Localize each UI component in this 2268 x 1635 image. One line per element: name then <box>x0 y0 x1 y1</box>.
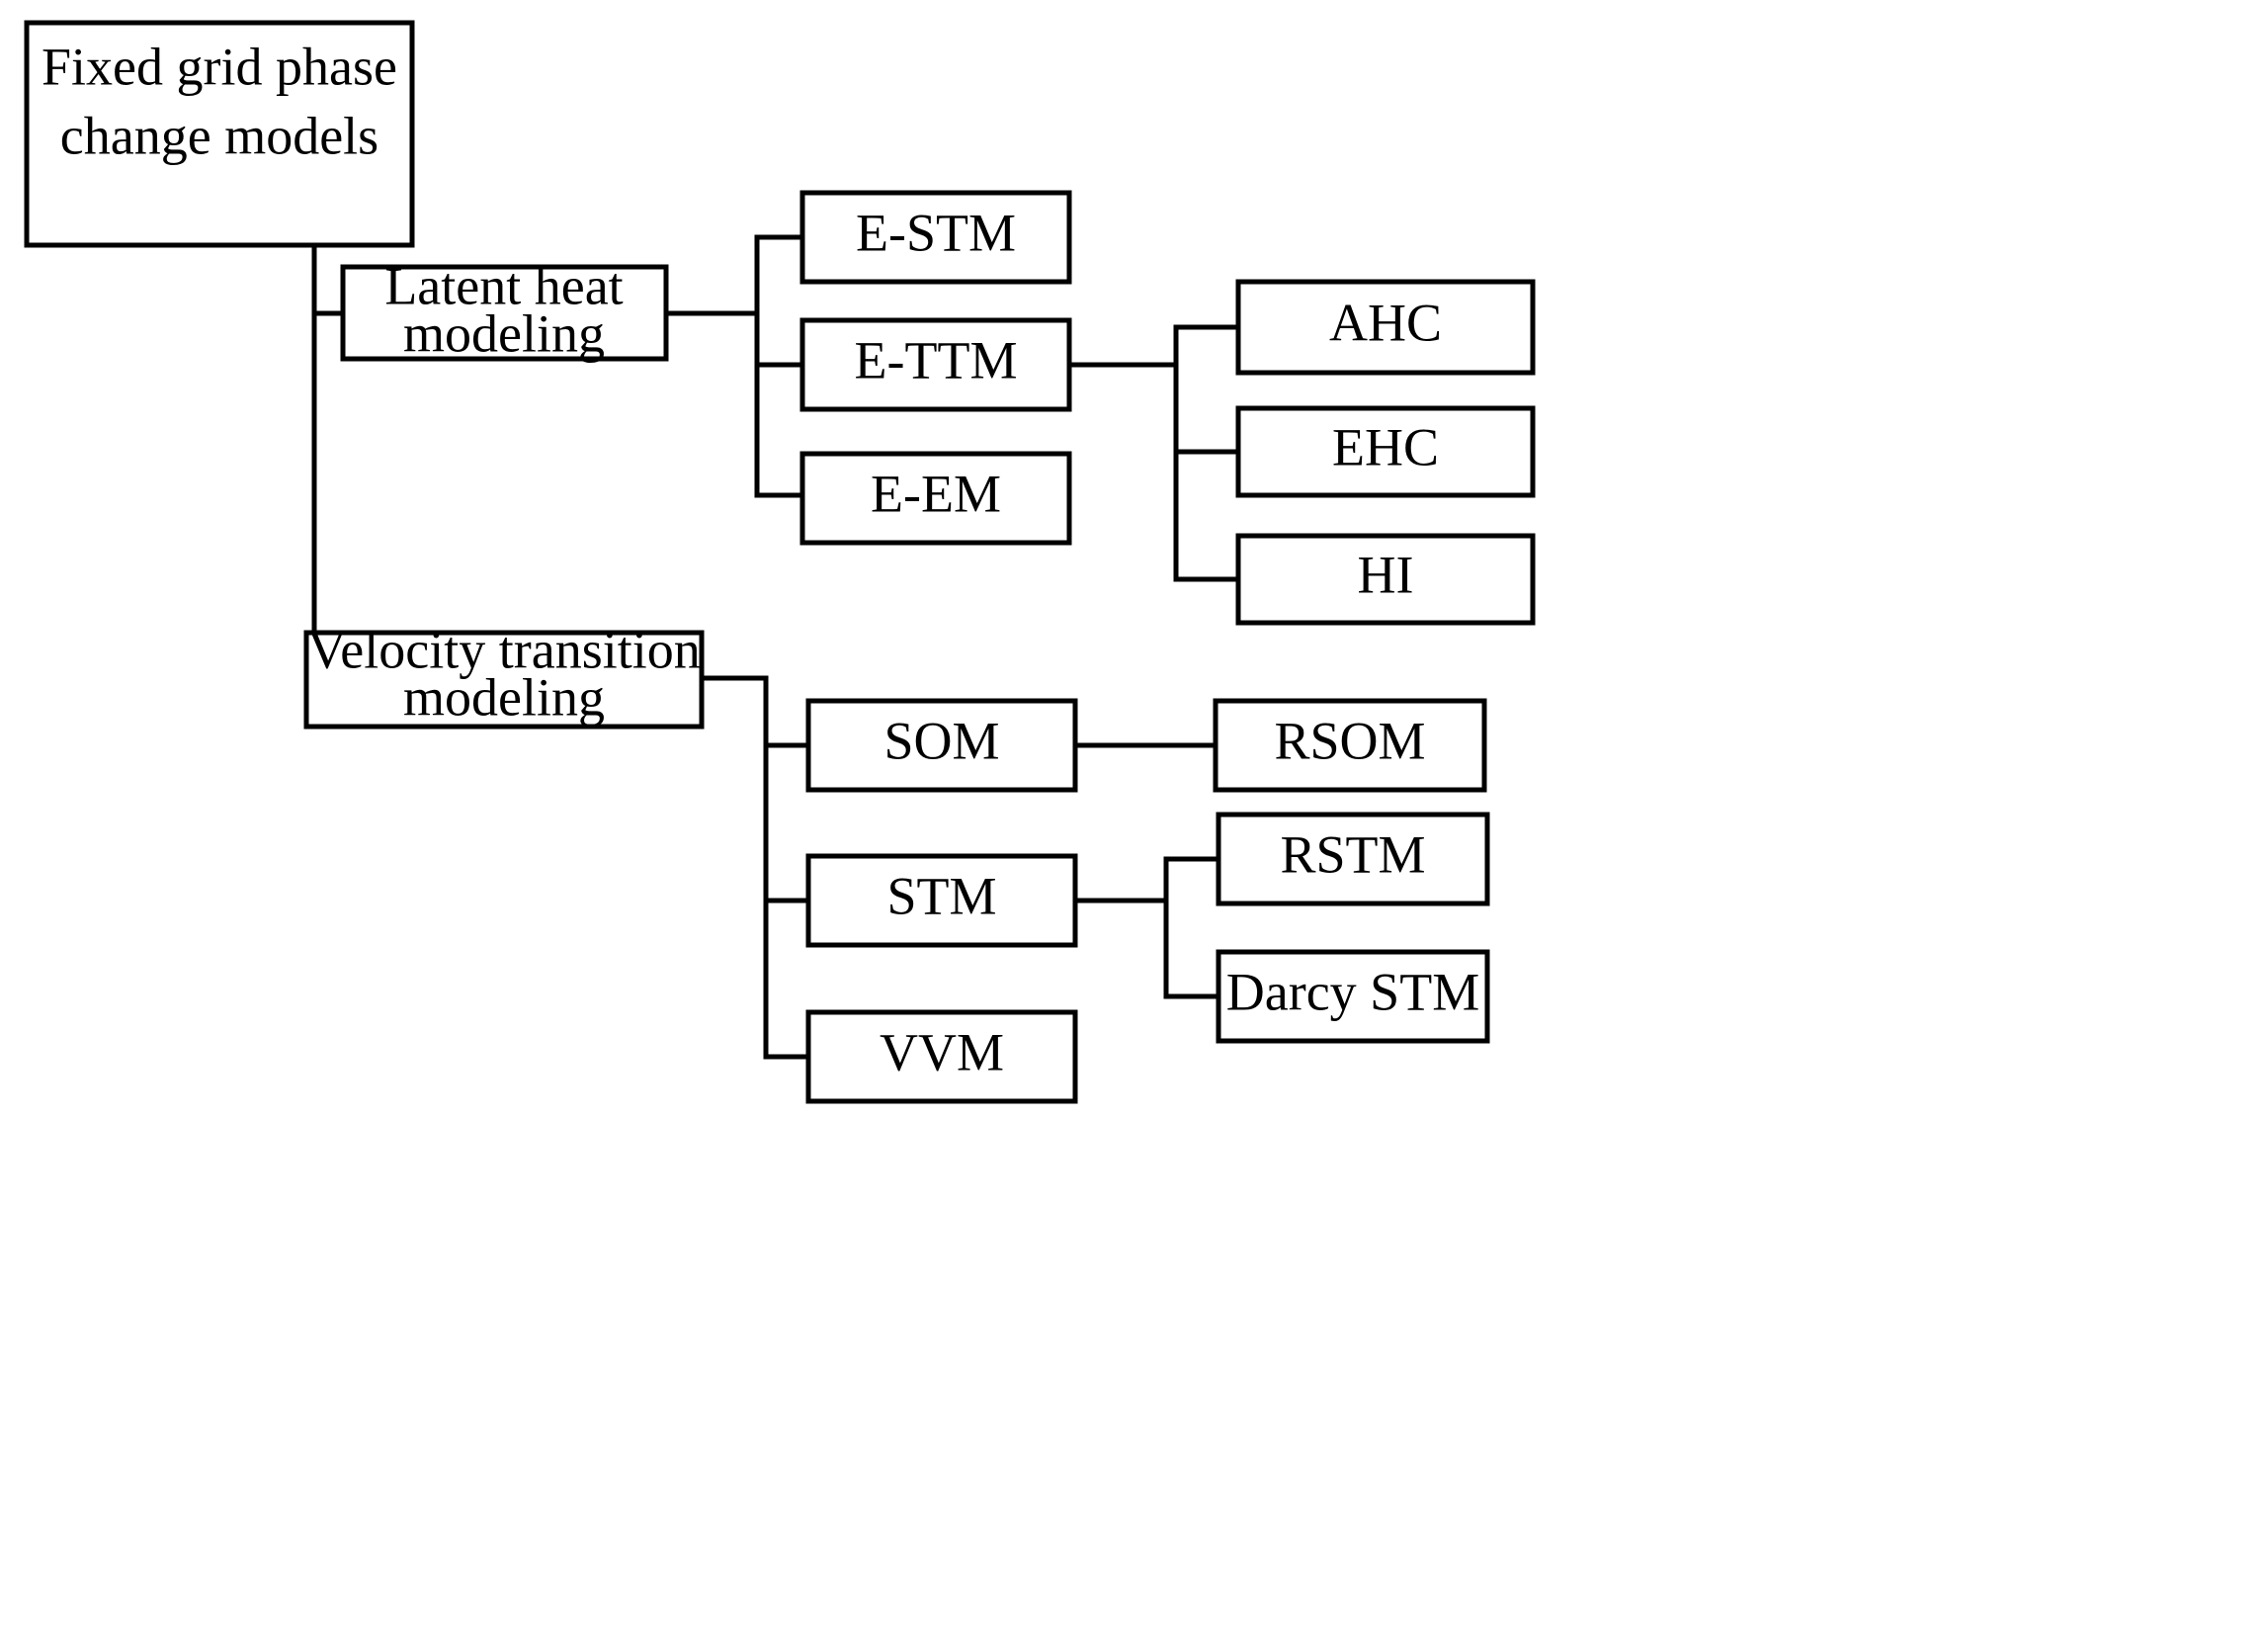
node-latent-heat-modeling[interactable]: Latent heat modeling <box>340 256 669 363</box>
node-darcy-stm[interactable]: Darcy STM <box>1216 949 1490 1044</box>
node-root-label-line-1: Fixed grid phase <box>42 37 397 96</box>
node-ehc-label: EHC <box>1332 417 1439 476</box>
node-velocity-transition-modeling-box[interactable] <box>303 630 705 730</box>
node-hi-box[interactable] <box>1235 533 1536 626</box>
node-hi-label: HI <box>1358 545 1414 604</box>
node-e-em-box[interactable] <box>799 451 1072 546</box>
node-vvm-box[interactable] <box>805 1009 1078 1104</box>
node-root-label-line-2: change models <box>60 106 378 165</box>
node-rsom[interactable]: RSOM <box>1213 698 1487 793</box>
node-e-stm-label: E-STM <box>856 203 1016 262</box>
node-stm[interactable]: STM <box>805 853 1078 948</box>
node-e-em-label: E-EM <box>871 464 1001 523</box>
node-rsom-label: RSOM <box>1274 711 1425 770</box>
node-root-box[interactable] <box>24 20 415 248</box>
node-velocity-transition-modeling-label-line-2: modeling <box>403 667 605 727</box>
node-ahc-label: AHC <box>1329 293 1442 352</box>
node-e-ttm-label: E-TTM <box>855 330 1018 389</box>
node-e-ttm[interactable]: E-TTM <box>799 317 1072 412</box>
node-e-em[interactable]: E-EM <box>799 451 1072 546</box>
node-layer: Fixed grid phase change models Latent he… <box>24 20 1536 1104</box>
node-ehc-box[interactable] <box>1235 405 1536 498</box>
node-darcy-stm-label: Darcy STM <box>1226 962 1479 1021</box>
node-e-stm[interactable]: E-STM <box>799 190 1072 285</box>
node-som[interactable]: SOM <box>805 698 1078 793</box>
node-rstm[interactable]: RSTM <box>1216 812 1490 906</box>
node-root[interactable]: Fixed grid phase change models <box>24 20 415 248</box>
connector-layer <box>303 234 1241 1060</box>
node-latent-heat-modeling-label-line-1: Latent heat <box>384 256 623 315</box>
node-vvm-label: VVM <box>880 1022 1004 1081</box>
node-e-stm-box[interactable] <box>799 190 1072 285</box>
node-stm-box[interactable] <box>805 853 1078 948</box>
node-latent-heat-modeling-label-line-2: modeling <box>403 303 605 363</box>
node-som-label: SOM <box>883 711 999 770</box>
node-darcy-stm-box[interactable] <box>1216 949 1490 1044</box>
node-rstm-box[interactable] <box>1216 812 1490 906</box>
node-ahc[interactable]: AHC <box>1235 279 1536 376</box>
node-latent-heat-modeling-box[interactable] <box>340 264 669 362</box>
node-rstm-label: RSTM <box>1280 824 1425 884</box>
node-ahc-box[interactable] <box>1235 279 1536 376</box>
node-e-ttm-box[interactable] <box>799 317 1072 412</box>
node-som-box[interactable] <box>805 698 1078 793</box>
node-velocity-transition-modeling[interactable]: Velocity transition modeling <box>303 620 705 730</box>
node-ehc[interactable]: EHC <box>1235 405 1536 498</box>
node-velocity-transition-modeling-label-line-1: Velocity transition <box>307 620 700 679</box>
node-stm-label: STM <box>886 866 996 925</box>
node-rsom-box[interactable] <box>1213 698 1487 793</box>
node-vvm[interactable]: VVM <box>805 1009 1078 1104</box>
node-hi[interactable]: HI <box>1235 533 1536 626</box>
